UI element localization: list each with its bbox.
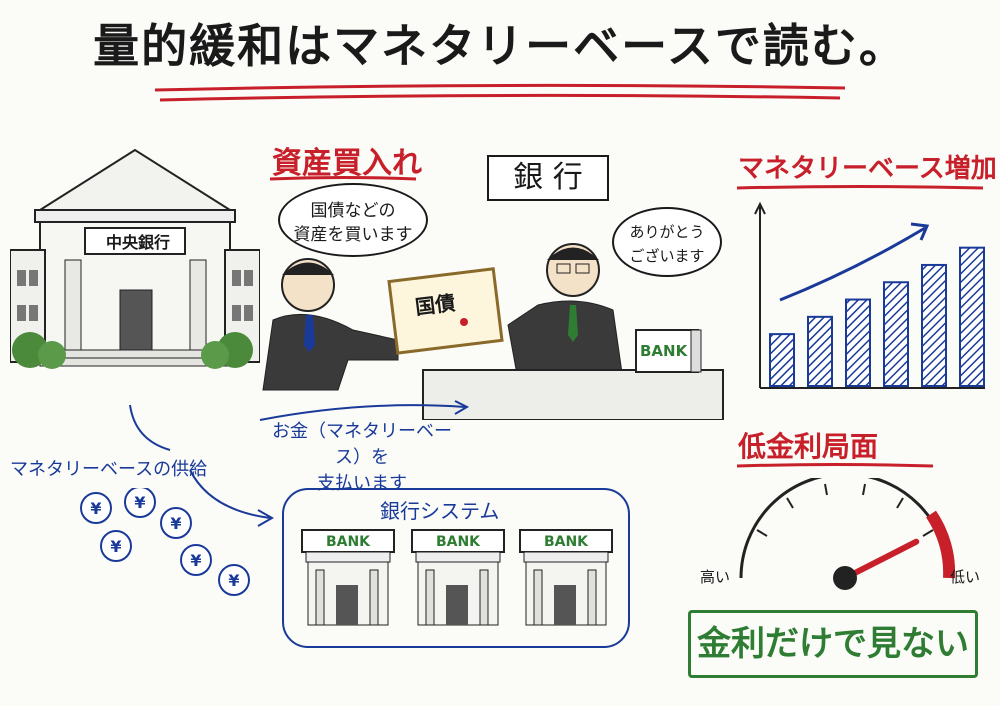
bank-system-title: 銀行システム: [380, 499, 500, 523]
bank-sign-1: BANK: [326, 534, 371, 550]
payment-note-line-1: お金（マネタリーベース）を: [272, 421, 452, 468]
bank-sign-2: BANK: [436, 534, 481, 550]
speech-buyer-line-1: 国債などの: [310, 201, 396, 221]
speech-buyer-line-2: 資産を買います: [293, 225, 413, 245]
bank-sign-3: BANK: [544, 534, 589, 550]
central-bank-sign: 中央銀行: [105, 233, 170, 252]
monetary-base-chart: [754, 201, 985, 389]
gauge-needle: [842, 538, 920, 581]
bank-building: [411, 529, 505, 626]
coin: [218, 564, 250, 596]
coin: [180, 544, 212, 576]
gauge-high-label: 高い: [700, 568, 731, 586]
low-rate-heading: 低金利局面: [738, 430, 879, 463]
coin: [124, 488, 156, 518]
speech-banker-line-1: ありがとう: [629, 223, 705, 241]
coin-symbol: ¥: [110, 537, 121, 556]
chart-bar-3: [845, 298, 871, 387]
coin: [160, 507, 192, 539]
page-title: 量的緩和はマネタリーベースで読む。: [93, 19, 907, 73]
purchase-underline: [269, 176, 417, 181]
low-rate-underline: [736, 463, 934, 468]
rate-gauge: [739, 478, 955, 590]
trend-arrow: [779, 226, 926, 302]
bank-building: [301, 529, 395, 626]
bank-buildings: BANK BANK BANK: [301, 529, 613, 626]
supply-label: マネタリーベースの供給: [10, 459, 208, 480]
purchase-heading: 資産買入れ: [272, 146, 422, 181]
chart-bar-6: [959, 246, 985, 387]
gauge-hub: [833, 566, 857, 590]
speech-banker-line-2: ございます: [629, 247, 705, 265]
coin: [80, 492, 112, 524]
speech-bubble-banker: ありがとう ございます: [612, 207, 722, 277]
central-bank-building: [10, 148, 260, 369]
coin: [100, 530, 132, 562]
coin-symbol: ¥: [134, 493, 145, 512]
chart-bar-5: [921, 263, 947, 387]
conclusion-box: 金利だけで見ない: [688, 610, 978, 678]
chart-bar-2: [807, 315, 833, 387]
coin-symbol: ¥: [170, 514, 181, 533]
payment-arrow: [259, 400, 470, 421]
desk-bank-sign: BANK: [640, 342, 688, 360]
title-underline: [154, 83, 846, 102]
bank-header-label: 銀 行: [487, 155, 609, 201]
coin-symbol: ¥: [228, 571, 239, 590]
chart-bar-1: [769, 333, 795, 387]
speech-bubble-buyer: 国債などの 資産を買います: [278, 183, 428, 257]
monetary-base-heading: マネタリーベース増加: [738, 154, 997, 184]
yen-coins: ¥ ¥ ¥ ¥ ¥ ¥: [80, 488, 250, 596]
chart-bar-4: [883, 281, 909, 387]
supply-arrow: [129, 404, 275, 527]
payment-note: お金（マネタリーベース）を 支払います: [262, 417, 462, 495]
bond-transaction-scene: [262, 243, 724, 420]
bank-building: [519, 529, 613, 626]
monetary-base-underline: [736, 185, 984, 190]
bank-system-box: [282, 488, 630, 648]
chart-bars: [769, 246, 985, 387]
gauge-low-label: 低い: [950, 568, 981, 586]
coin-symbol: ¥: [190, 551, 201, 570]
bond-label: 国債: [413, 290, 457, 320]
coin-symbol: ¥: [90, 499, 101, 518]
